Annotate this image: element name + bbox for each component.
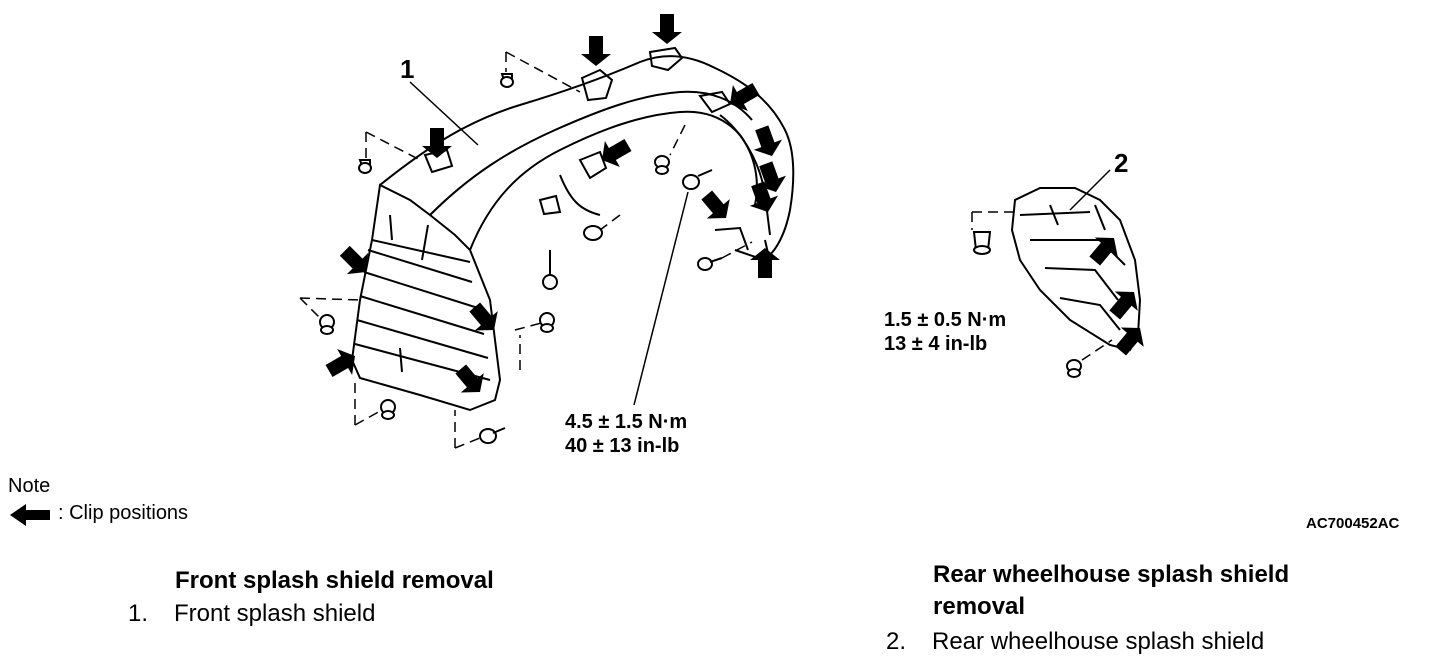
callout-2: 2 (1114, 148, 1129, 178)
callout-1: 1 (400, 54, 415, 84)
clip-arrows-front (321, 14, 791, 402)
caption-rear-item: 2. Rear wheelhouse splash shield (886, 627, 1264, 657)
torque-front: 4.5 ± 1.5 N·m 40 ± 13 in-lb (565, 410, 687, 458)
clip-arrows-rear (1083, 228, 1152, 361)
rear-dashed-lines (971, 211, 1113, 361)
caption-front-item-number: 1. (128, 600, 149, 627)
front-fasteners (319, 73, 723, 444)
front-splash-shield-drawing (350, 46, 795, 412)
caption-rear-title-line1: Rear wheelhouse splash shield (933, 561, 1290, 588)
arrow-left-icon (10, 504, 50, 526)
figure-id: AC700452AC (1306, 515, 1400, 532)
caption-rear-title-line2: removal (933, 593, 1026, 620)
note-legend: : Clip positions (58, 502, 189, 524)
front-dashed-lines (299, 51, 753, 449)
rear-fasteners (972, 231, 1082, 378)
torque-rear: 1.5 ± 0.5 N·m 13 ± 4 in-lb (884, 308, 1006, 356)
note-heading: Note (8, 475, 51, 497)
torque-front-metric: 4.5 ± 1.5 N·m (565, 411, 688, 433)
torque-rear-imperial: 13 ± 4 in-lb (884, 333, 988, 355)
caption-front-item: 1. Front splash shield (128, 599, 375, 629)
caption-rear-item-number: 2. (886, 628, 907, 655)
caption-front-title: Front splash shield removal (175, 567, 494, 594)
caption-rear-title: Rear wheelhouse splash shield removal (933, 559, 1289, 623)
caption-rear-item-text: Rear wheelhouse splash shield (932, 628, 1265, 655)
caption-front-item-text: Front splash shield (174, 600, 376, 627)
torque-front-imperial: 40 ± 13 in-lb (565, 435, 680, 457)
rear-splash-shield-drawing (1010, 187, 1142, 352)
torque-rear-metric: 1.5 ± 0.5 N·m (884, 309, 1007, 331)
leader-lines (409, 81, 1111, 406)
